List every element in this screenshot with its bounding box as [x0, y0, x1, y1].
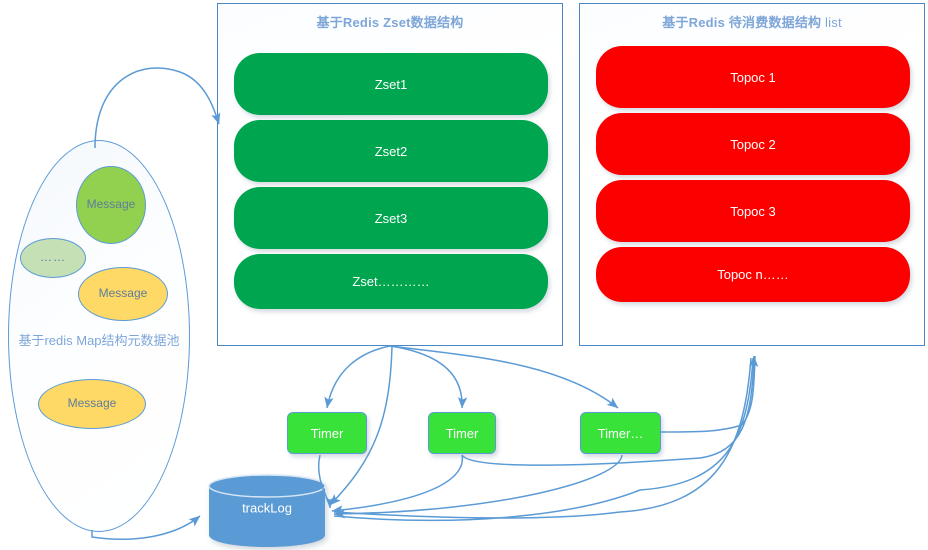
message-node-ellipsis-label: ……	[40, 250, 66, 265]
list-panel-title: 基于Redis 待消费数据结构 list	[580, 12, 924, 31]
timer-2[interactable]: Timer	[428, 412, 496, 454]
cylinder-body	[209, 486, 325, 547]
zset-panel-title: 基于Redis Zset数据结构	[316, 15, 464, 30]
zset-item-3-label: Zset3	[374, 210, 408, 226]
arrow-timer3-to-tracklog	[333, 454, 623, 519]
list-item-4[interactable]: Topoc n……	[596, 247, 910, 302]
arrow-pool-to-zset	[94, 67, 221, 149]
arrow-timer2-to-tracklog	[331, 454, 464, 515]
list-panel: 基于Redis 待消费数据结构 list Topoc 1 Topoc 2 Top…	[579, 3, 925, 346]
zset-panel: 基于Redis Zset数据结构 Zset1 Zset2 Zset3 Zset……	[217, 3, 563, 346]
wire-timer3-right	[660, 424, 743, 433]
arrow-bundle-to-list-b	[741, 355, 756, 426]
message-node-ellipsis[interactable]: ……	[20, 238, 86, 278]
arrow-bundle-to-list-a	[699, 355, 759, 459]
wire-low-sweep-2	[333, 511, 621, 519]
timer-1[interactable]: Timer	[287, 412, 367, 454]
message-node-yellow-2-label: Message	[67, 396, 117, 411]
zset-item-4[interactable]: Zset…………	[234, 254, 548, 309]
zset-item-4-label: Zset…………	[352, 274, 430, 289]
timer-3-label: Timer…	[597, 425, 644, 441]
cylinder-top	[208, 474, 326, 498]
timer-2-label: Timer	[445, 425, 479, 441]
zset-item-2[interactable]: Zset2	[234, 120, 548, 182]
zset-item-2-label: Zset2	[374, 143, 408, 159]
list-panel-title-suffix: list	[821, 15, 842, 30]
arrow-zset-to-timer-1	[324, 345, 391, 409]
timer-1-label: Timer	[310, 425, 344, 441]
message-node-green-label: Message	[86, 197, 136, 212]
list-panel-title-main: 基于Redis 待消费数据结构	[662, 15, 822, 30]
message-node-green[interactable]: Message	[76, 166, 146, 244]
message-node-yellow-2[interactable]: Message	[38, 379, 146, 429]
list-item-2[interactable]: Topoc 2	[596, 113, 910, 175]
message-node-yellow-1-label: Message	[98, 286, 148, 301]
list-item-3-label: Topoc 3	[730, 203, 776, 219]
list-item-4-label: Topoc n……	[717, 267, 789, 282]
wire-timer2-right	[461, 454, 701, 466]
zset-item-1[interactable]: Zset1	[234, 53, 548, 115]
meta-data-pool-label: 基于redis Map结构元数据池	[18, 333, 180, 348]
zset-item-3[interactable]: Zset3	[234, 187, 548, 249]
arrow-zset-to-timer-3	[389, 345, 619, 409]
arrow-zset-to-timer-2	[389, 345, 468, 409]
tracklog-storage[interactable]: trackLog	[207, 473, 327, 548]
list-item-1[interactable]: Topoc 1	[596, 46, 910, 108]
wire-low-sweep-1	[333, 489, 641, 522]
list-item-3[interactable]: Topoc 3	[596, 180, 910, 242]
zset-item-1-label: Zset1	[374, 76, 408, 92]
timer-3[interactable]: Timer…	[580, 412, 661, 454]
message-node-yellow-1[interactable]: Message	[78, 267, 168, 321]
list-item-1-label: Topoc 1	[730, 69, 776, 85]
list-item-2-label: Topoc 2	[730, 136, 776, 152]
